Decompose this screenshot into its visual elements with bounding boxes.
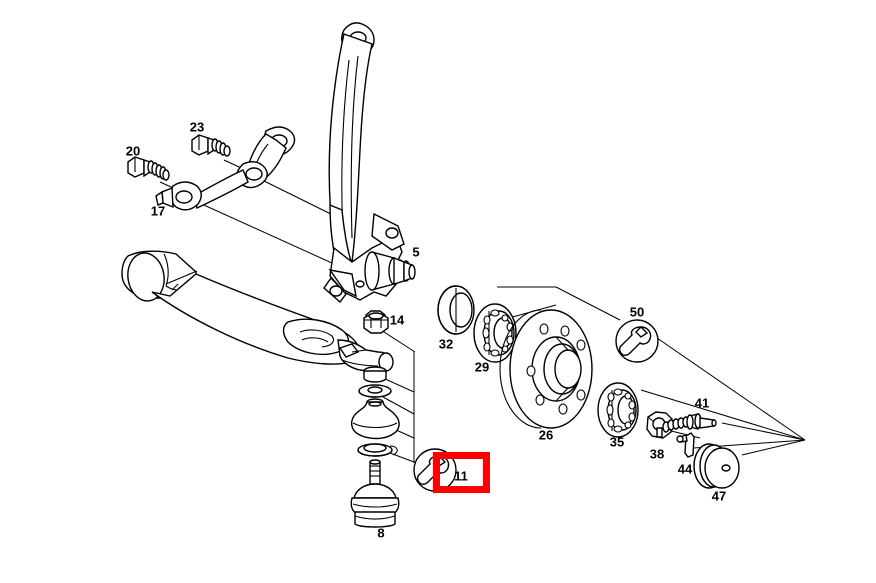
steering-knuckle-part-5 [323, 22, 416, 304]
cotter-pin-part-44 [676, 432, 695, 458]
part-label-29: 29 [475, 359, 489, 374]
wheel-hub-part-26 [499, 309, 593, 429]
outer-bearing-part-35 [597, 382, 639, 438]
selected-part-highlight-box[interactable] [433, 452, 490, 493]
special-tool-wrench-part-50 [615, 319, 659, 363]
part-label-8: 8 [377, 525, 384, 540]
castle-nut-part-14 [363, 310, 389, 334]
hex-bolt-part-23 [191, 134, 231, 157]
lower-control-arm [121, 250, 394, 373]
hex-bolt-part-20 [127, 156, 170, 181]
drag-link-arm-part-17 [155, 126, 296, 211]
part-label-41: 41 [695, 395, 709, 410]
part-label-23: 23 [190, 119, 204, 134]
inner-bearing-part-29 [473, 303, 517, 363]
part-label-20: 20 [126, 143, 140, 158]
part-label-5: 5 [412, 244, 419, 259]
part-label-11: 11 [454, 468, 468, 483]
part-label-35: 35 [610, 434, 624, 449]
part-label-38: 38 [650, 446, 664, 461]
clamping-screw-part-41 [662, 413, 717, 433]
grease-cap-part-47 [693, 443, 740, 489]
part-label-32: 32 [439, 336, 453, 351]
part-label-44: 44 [678, 461, 693, 476]
part-label-50: 50 [630, 304, 644, 319]
part-label-14: 14 [390, 312, 405, 327]
part-label-47: 47 [712, 488, 726, 503]
part-label-26: 26 [539, 427, 553, 442]
ball-joint-stack [350, 366, 400, 528]
oil-seal-part-32 [437, 285, 475, 335]
part-number-labels: 20 23 17 5 14 32 29 26 35 50 38 44 41 47… [126, 119, 726, 540]
part-label-17: 17 [151, 203, 165, 218]
